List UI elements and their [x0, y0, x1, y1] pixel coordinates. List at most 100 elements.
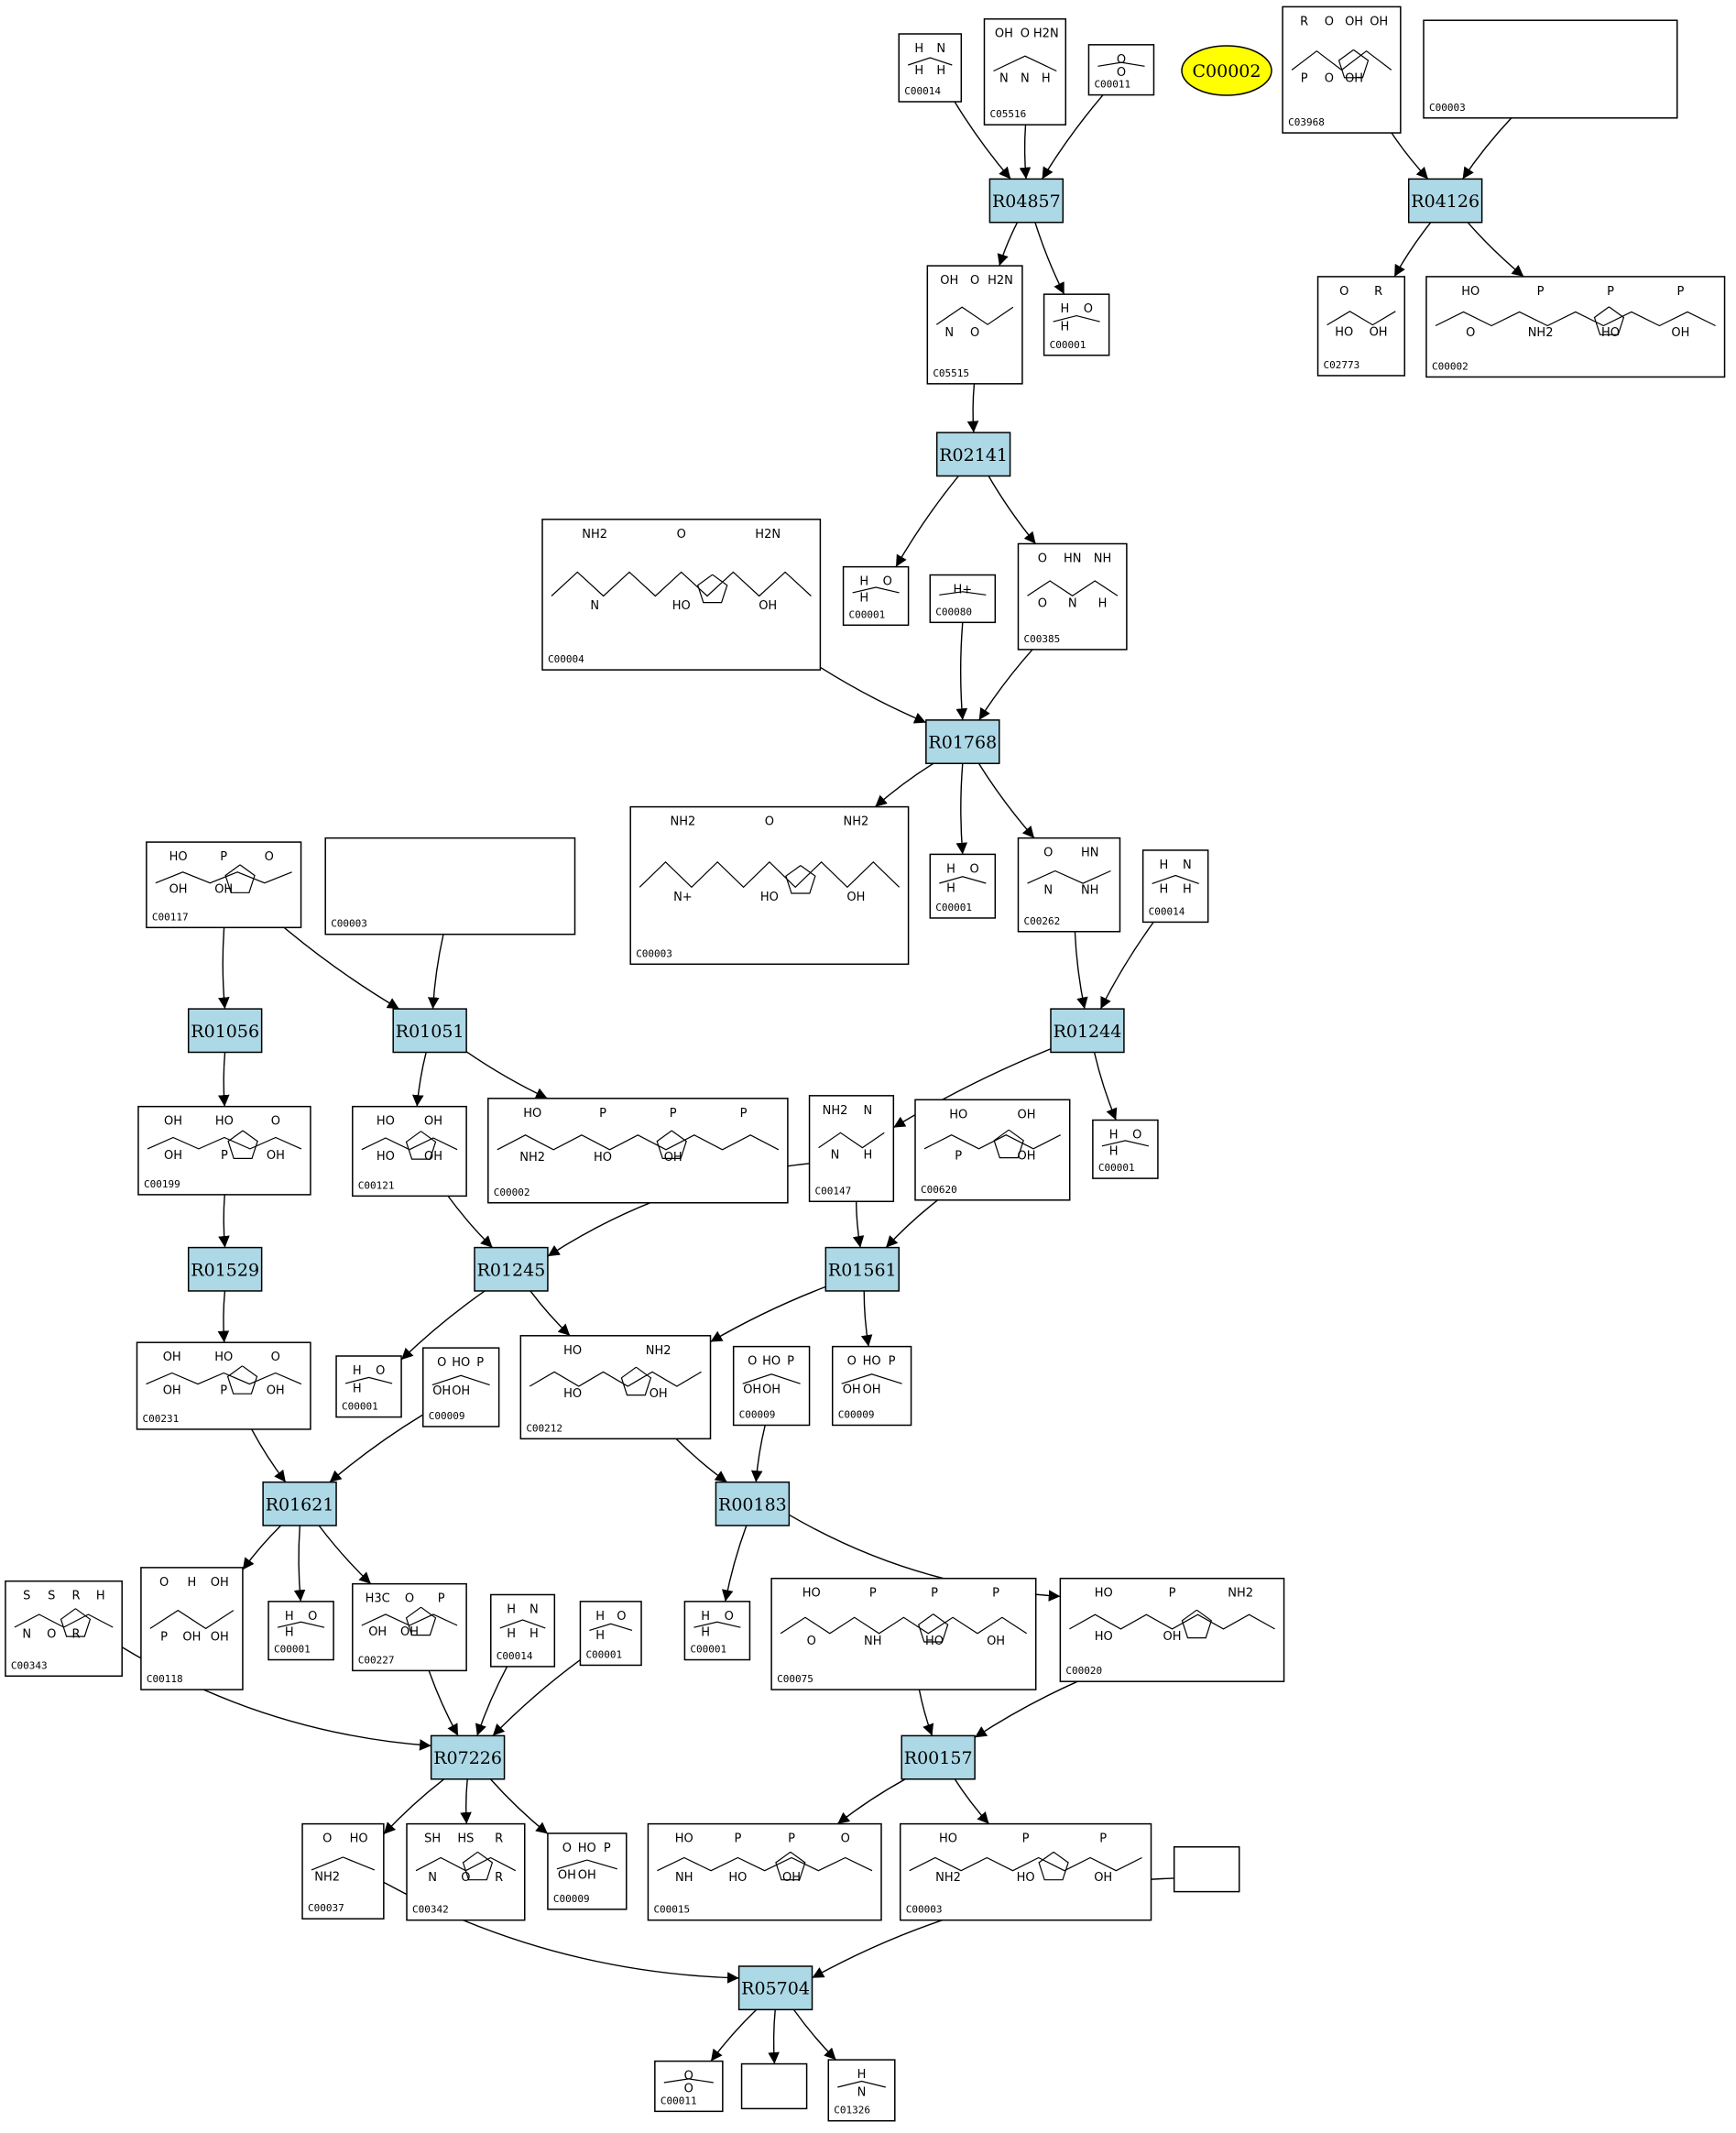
reaction-node[interactable]: R01529: [187, 1246, 263, 1292]
reaction-node[interactable]: R05704: [737, 1965, 813, 2011]
molecule-skeleton: [639, 860, 901, 894]
compound-node[interactable]: C00003: [1423, 19, 1678, 119]
atom-label: H: [857, 2068, 867, 2082]
atom-label: H: [946, 882, 955, 896]
atom-label: OH: [846, 891, 865, 904]
reaction-node[interactable]: R00183: [715, 1481, 791, 1526]
atom-label: OH: [424, 1115, 442, 1129]
reaction-node[interactable]: R00157: [901, 1734, 976, 1780]
reaction-node[interactable]: R01056: [187, 1008, 263, 1054]
edge-arrow: [860, 1290, 873, 1347]
atom-label: H: [1109, 1144, 1119, 1158]
compound-node[interactable]: [1173, 1846, 1240, 1893]
molecule-skeleton: [556, 1859, 617, 1870]
compound-box: [808, 1095, 895, 1203]
atom-label: OH: [164, 1115, 182, 1129]
edge-arrow: [447, 1195, 494, 1249]
atom-label: H: [1061, 302, 1070, 316]
atom-label: O: [841, 1832, 850, 1846]
edge-arrow: [997, 222, 1019, 267]
atom-label: N: [944, 326, 954, 340]
atom-label: R: [1300, 15, 1308, 28]
reaction-node[interactable]: R02141: [935, 432, 1011, 477]
atom-label: O: [1132, 1129, 1141, 1143]
edge-arrow: [750, 1425, 766, 1482]
atom-label: OH: [163, 1351, 181, 1364]
atom-label: P: [220, 1384, 227, 1398]
reaction-node[interactable]: R04126: [1407, 178, 1483, 224]
compound-node[interactable]: C00003: [324, 837, 576, 935]
atom-label: OH: [164, 1149, 182, 1163]
atom-label: OH: [1370, 15, 1388, 28]
compound-node[interactable]: [740, 2062, 808, 2110]
compound-box: [1423, 19, 1678, 119]
atom-label: HO: [169, 850, 188, 864]
reaction-node[interactable]: R01244: [1050, 1008, 1125, 1054]
atom-label: HO: [802, 1587, 821, 1601]
atom-label: P: [931, 1587, 938, 1601]
reaction-node[interactable]: R01051: [392, 1008, 467, 1054]
target-compound[interactable]: C00002: [1181, 45, 1272, 96]
reaction-node[interactable]: R04857: [988, 178, 1065, 224]
atom-label: OH: [1671, 326, 1689, 340]
reaction-box: [187, 1246, 263, 1292]
reaction-node[interactable]: R01621: [262, 1481, 337, 1526]
reaction-node[interactable]: R01561: [824, 1246, 900, 1292]
reaction-node[interactable]: R01768: [925, 719, 1000, 764]
atom-label: HO: [1601, 326, 1620, 340]
atom-label: N: [1021, 72, 1030, 86]
reaction-node[interactable]: R01245: [474, 1246, 549, 1292]
atom-label: N: [590, 599, 599, 613]
reaction-node[interactable]: R07226: [430, 1734, 506, 1780]
atom-label: O: [1466, 326, 1475, 340]
molecule-skeleton: [939, 591, 987, 596]
compound-node[interactable]: H+C00080: [929, 574, 997, 624]
compound-box: [983, 17, 1067, 126]
atom-label: R: [495, 1832, 503, 1846]
